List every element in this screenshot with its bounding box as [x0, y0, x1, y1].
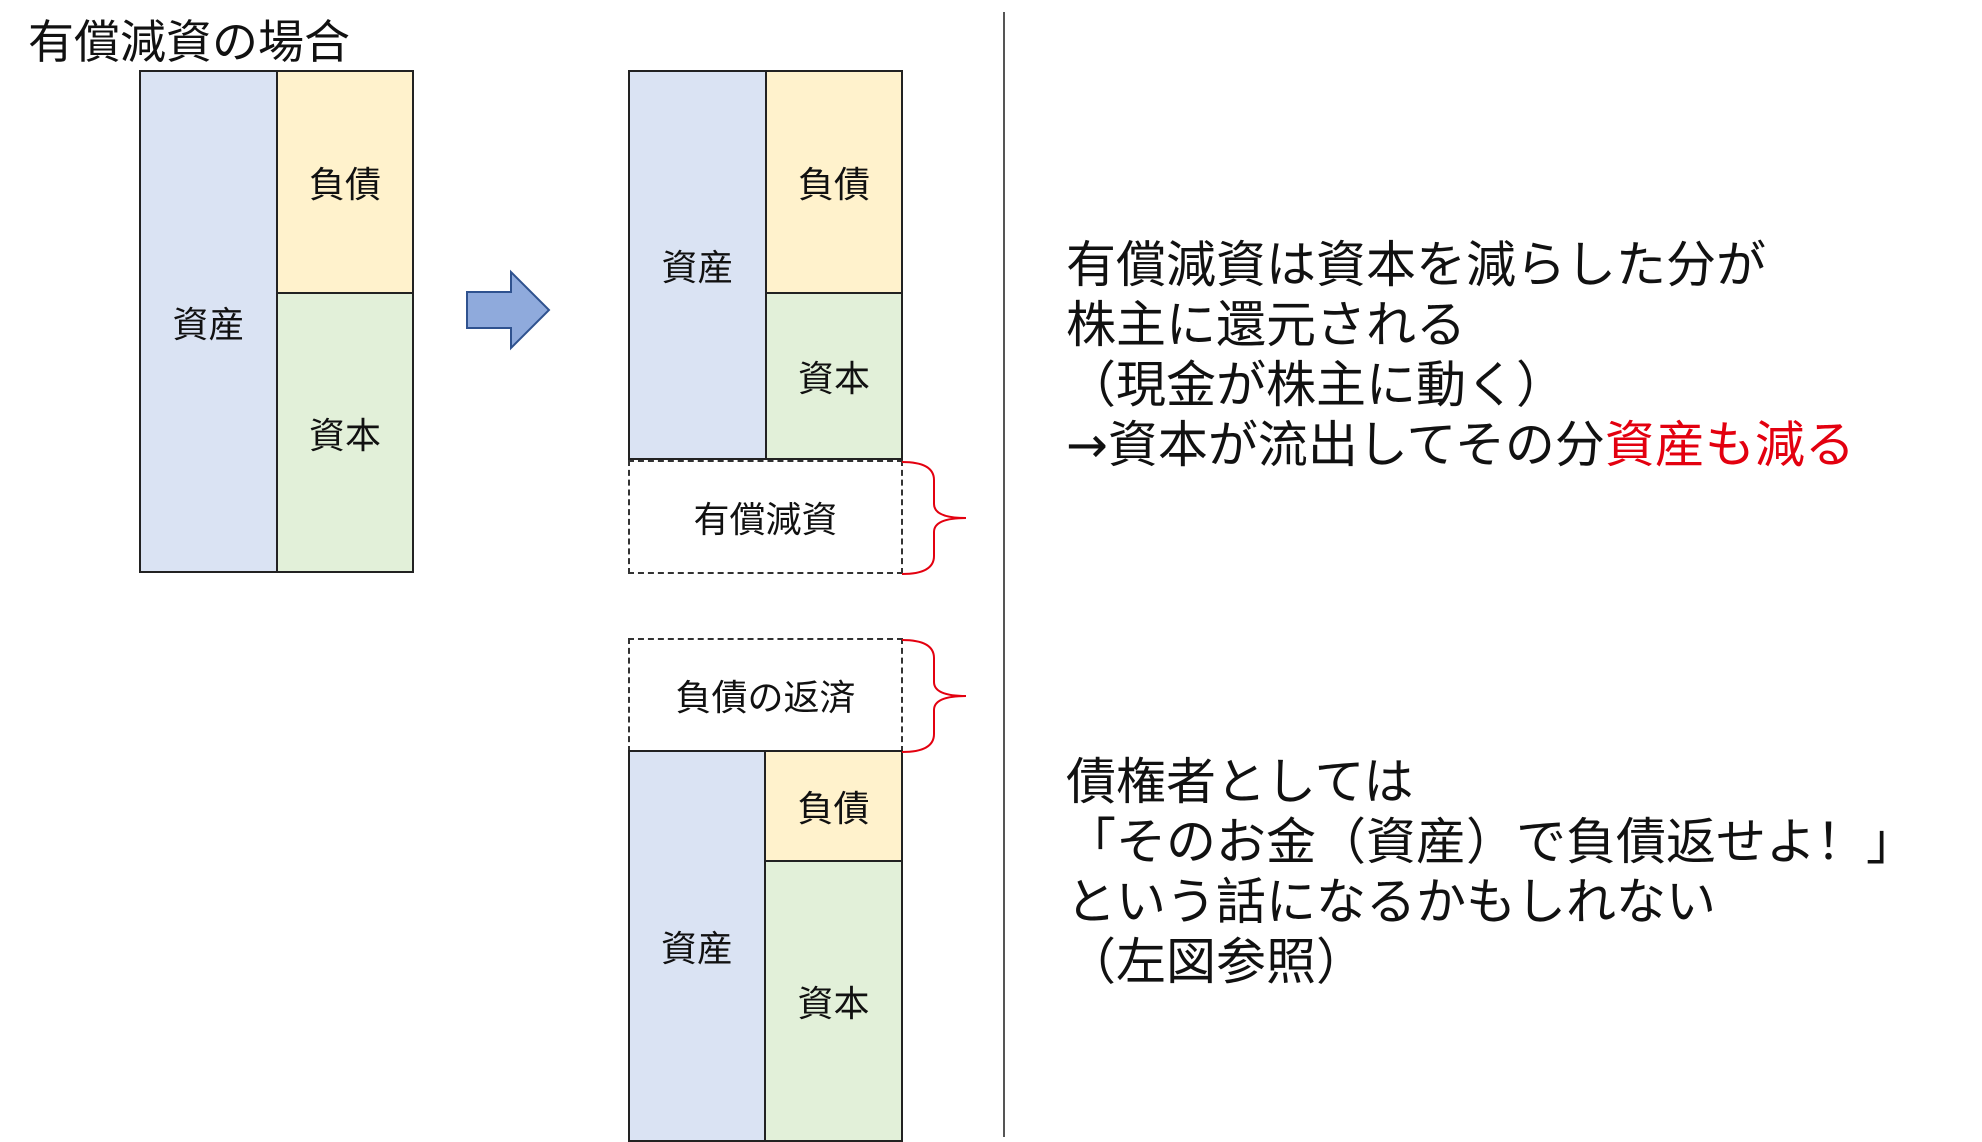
- capital-reduction-label: 有償減資: [693, 500, 838, 541]
- capital-label: 資本: [797, 984, 870, 1025]
- brace-icon: [901, 461, 967, 575]
- liability-label: 負債: [797, 789, 870, 830]
- note-line: 有償減資は資本を減らした分が: [1066, 236, 1766, 294]
- liability-label: 負債: [797, 165, 870, 206]
- note-line: 「そのお金（資産）で負債返せよ！」: [1066, 813, 1916, 871]
- brace-icon: [901, 639, 967, 753]
- asset-block: 資産: [628, 70, 767, 460]
- asset-label: 資産: [661, 248, 734, 289]
- asset-block: 資産: [628, 750, 766, 1142]
- highlight-text: 資産も減る: [1604, 416, 1855, 474]
- capital-block: 資本: [764, 860, 903, 1142]
- note-line: 株主に還元される: [1066, 296, 1466, 354]
- asset-label: 資産: [172, 304, 245, 346]
- note-line: →資本が流出してその分資産も減る: [1066, 415, 1855, 475]
- capital-reduction-block: 有償減資: [628, 460, 903, 574]
- note-line: （左図参照）: [1066, 933, 1366, 991]
- divider: [1003, 12, 1005, 1137]
- liability-block: 負債: [764, 750, 903, 862]
- note-line: 債権者としては: [1066, 753, 1414, 811]
- asset-label: 資産: [660, 929, 733, 970]
- liability-block: 負債: [765, 70, 903, 294]
- right-arrow-icon: [466, 269, 551, 351]
- capital-label: 資本: [308, 415, 381, 457]
- note-text: →資本が流出してその分: [1066, 416, 1605, 474]
- debt-repayment-block: 負債の返済: [628, 638, 903, 752]
- explanation-capital-reduction: 有償減資は資本を減らした分が 株主に還元される （現金が株主に動く） →資本が流…: [1066, 235, 1855, 475]
- asset-block: 資産: [139, 70, 278, 573]
- capital-label: 資本: [797, 359, 870, 400]
- note-line: （現金が株主に動く）: [1066, 356, 1566, 414]
- capital-block: 資本: [276, 292, 414, 573]
- explanation-creditor: 債権者としては 「そのお金（資産）で負債返せよ！」 という話になるかもしれない …: [1066, 752, 1916, 992]
- debt-repayment-label: 負債の返済: [675, 678, 856, 719]
- note-line: という話になるかもしれない: [1066, 873, 1716, 931]
- liability-label: 負債: [308, 165, 381, 206]
- liability-block: 負債: [276, 70, 414, 294]
- page-title: 有償減資の場合: [28, 15, 350, 69]
- capital-block: 資本: [765, 292, 903, 460]
